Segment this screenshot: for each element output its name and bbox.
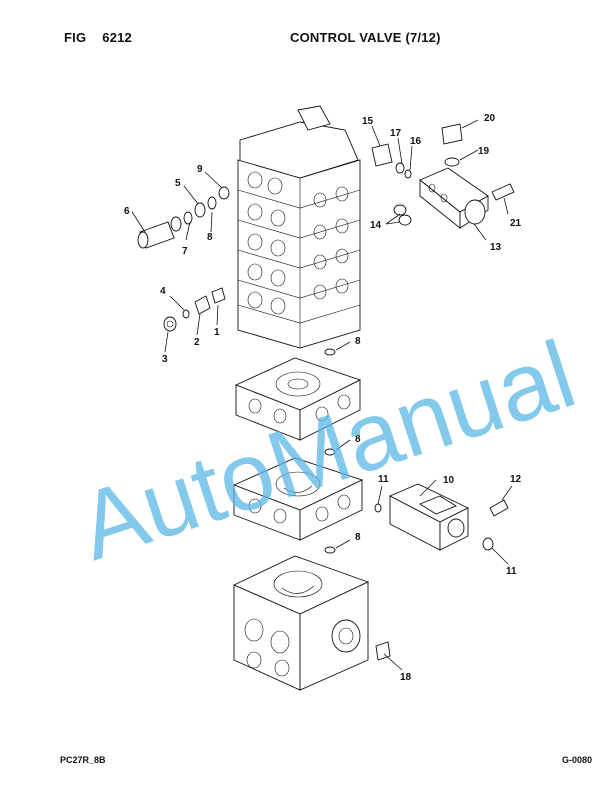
callout-11-right: 11 <box>506 566 517 577</box>
callout-15: 15 <box>362 116 374 127</box>
callout-2: 2 <box>194 337 200 348</box>
solenoid-block-10 <box>374 483 509 551</box>
callout-4: 4 <box>160 286 166 297</box>
valve-section-middle-2 <box>232 448 364 541</box>
leader-lines <box>131 119 513 671</box>
footer-page-code: G-0080 <box>562 755 593 765</box>
watermark-text: AutoManual <box>67 321 587 581</box>
callout-10: 10 <box>443 475 455 486</box>
callout-5: 5 <box>175 178 181 189</box>
figure-label: FIG 6212 <box>64 30 132 45</box>
upper-valve-stack <box>237 105 361 349</box>
footer-model-code: PC27R_8B <box>60 755 106 765</box>
callout-19: 19 <box>478 146 490 157</box>
callout-11-left: 11 <box>378 474 389 485</box>
callout-21: 21 <box>510 218 522 229</box>
relief-valve-group-upper <box>137 186 230 249</box>
callout-8-section-2: 8 <box>355 434 361 445</box>
callout-13: 13 <box>490 242 502 253</box>
relief-valve-group-lower <box>163 287 226 332</box>
callout-labels: 1 2 3 4 5 6 7 8 9 8 8 8 10 11 11 12 13 1… <box>124 113 522 683</box>
figure-number: 6212 <box>102 30 132 45</box>
callout-3: 3 <box>162 354 168 365</box>
page-title: CONTROL VALVE (7/12) <box>290 30 441 45</box>
callout-14: 14 <box>370 220 382 231</box>
callout-16: 16 <box>410 136 422 147</box>
figure-label-text: FIG <box>64 30 87 45</box>
callout-12: 12 <box>510 474 522 485</box>
callout-7: 7 <box>182 246 188 257</box>
callout-8-upper-left: 8 <box>207 232 213 243</box>
solenoid-block-13 <box>419 167 489 229</box>
fitting-parts-upper-right <box>371 123 515 226</box>
callout-8-section-3: 8 <box>355 532 361 543</box>
callout-17: 17 <box>390 128 402 139</box>
valve-section-middle-1 <box>234 348 362 441</box>
callout-18: 18 <box>400 672 412 683</box>
valve-section-bottom <box>232 546 391 691</box>
callout-9: 9 <box>197 164 203 175</box>
callout-6: 6 <box>124 206 130 217</box>
callout-8-section-1: 8 <box>355 336 361 347</box>
callout-1: 1 <box>214 327 220 338</box>
callout-20: 20 <box>484 113 496 124</box>
